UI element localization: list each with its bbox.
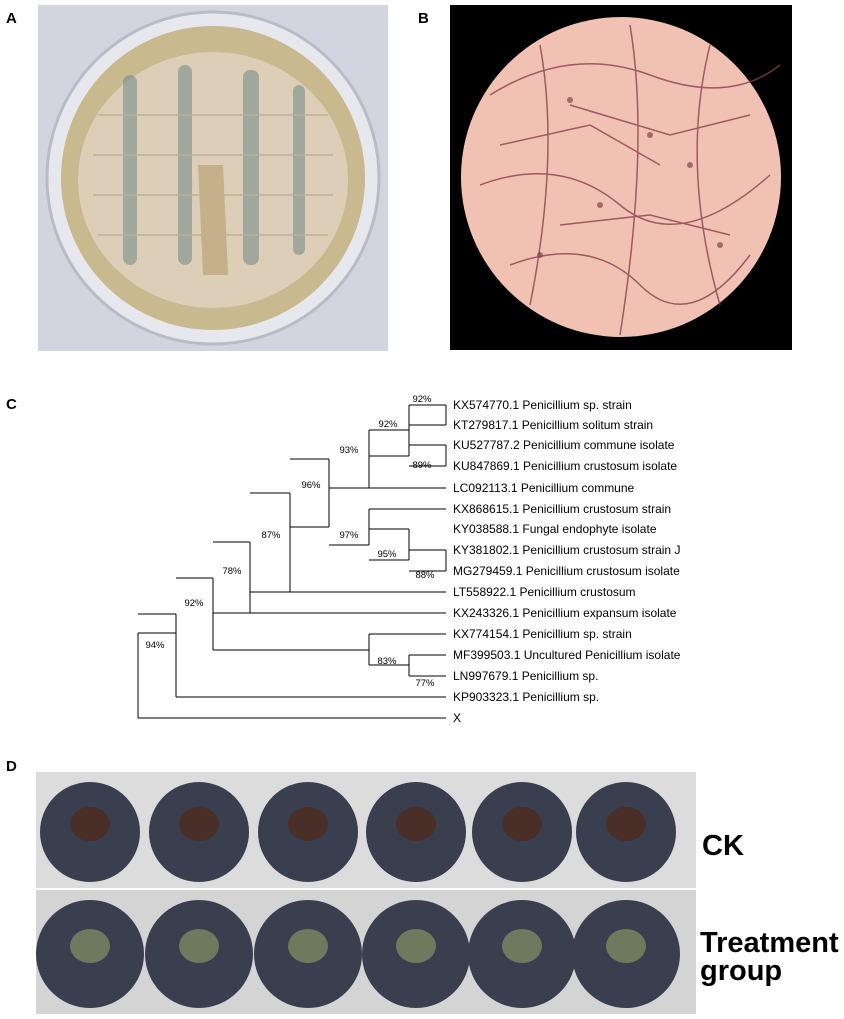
blueberry	[40, 782, 140, 882]
petri-dish-photo	[38, 5, 388, 351]
tree-leaf-label: LT558922.1 Penicillium crustosum	[453, 585, 636, 599]
blueberry-ck-photo	[36, 772, 696, 888]
tree-leaf-label: MF399503.1 Uncultured Penicillium isolat…	[453, 648, 681, 662]
tree-leaf-label: KX774154.1 Penicillium sp. strain	[453, 627, 632, 641]
tree-bootstrap-label: 92%	[412, 394, 432, 405]
blueberry	[472, 782, 572, 882]
tree-bootstrap-label: 87%	[261, 530, 281, 541]
tree-bootstrap-label: 93%	[339, 445, 359, 456]
tree-bootstrap-label: 94%	[145, 640, 165, 651]
tree-leaf-label: LC092113.1 Penicillium commune	[453, 481, 635, 495]
tree-leaf-label: KX243326.1 Penicillium expansum isolate	[453, 606, 677, 620]
tree-bootstrap-label: 89%	[412, 460, 432, 471]
tree-leaf-label: KX868615.1 Penicillium crustosum strain	[453, 502, 671, 516]
tree-leaf-label: KU847869.1 Penicillium crustosum isolate	[453, 459, 677, 473]
tree-bootstrap-label: 77%	[415, 678, 435, 689]
tree-bootstrap-label: 92%	[184, 598, 204, 609]
blueberry-treatment-photo	[36, 890, 696, 1014]
tree-leaf-label: LN997679.1 Penicillium sp.	[453, 669, 598, 683]
blueberry	[145, 900, 253, 1008]
microscope-field-illustration	[461, 17, 781, 337]
blueberry	[468, 900, 576, 1008]
blueberry	[576, 782, 676, 882]
panel-label-a: A	[6, 10, 17, 27]
tree-leaf-label: KT279817.1 Penicillium solitum strain	[453, 418, 653, 432]
tree-leaf-labels: KX574770.1 Penicillium sp. strainKT27981…	[453, 398, 681, 725]
tree-bootstrap-label: 78%	[222, 566, 242, 577]
microscope-photo	[450, 5, 792, 350]
tree-leaf-label: KP903323.1 Penicillium sp.	[453, 690, 599, 704]
tree-bootstrap-labels: 92% 92% 89% 93% 96% 97% 95% 88% 87% 78% 92% 83% 77% 9…	[145, 394, 435, 689]
tree-leaf-label: KY038588.1 Fungal endophyte isolate	[453, 522, 657, 536]
blueberry	[366, 782, 466, 882]
blueberry	[149, 782, 249, 882]
blueberry	[254, 900, 362, 1008]
tree-bootstrap-label: 96%	[301, 480, 321, 491]
blueberry	[258, 782, 358, 882]
tree-leaf-label: X	[453, 711, 461, 725]
ck-group-label: CK	[702, 830, 744, 862]
tree-bootstrap-label: 88%	[415, 570, 435, 581]
tree-leaf-label: MG279459.1 Penicillium crustosum isolate	[453, 564, 680, 578]
tree-bootstrap-label: 97%	[339, 530, 359, 541]
petri-dish-illustration	[45, 10, 381, 346]
phylogenetic-tree: KX574770.1 Penicillium sp. strainKT27981…	[137, 394, 681, 725]
panel-label-b: B	[418, 10, 429, 27]
tree-leaf-label: KX574770.1 Penicillium sp. strain	[453, 398, 632, 412]
blueberry-treatment-illustration	[36, 900, 680, 1008]
blueberry	[362, 900, 470, 1008]
blueberry	[36, 900, 144, 1008]
treatment-group-label: Treatment group	[700, 927, 839, 987]
tree-bootstrap-label: 83%	[377, 656, 397, 667]
tree-branches	[137, 404, 447, 719]
tree-leaf-label: KY381802.1 Penicillium crustosum strain …	[453, 543, 680, 557]
panel-label-d: D	[6, 758, 17, 775]
panel-label-c: C	[6, 396, 17, 413]
tree-bootstrap-label: 92%	[378, 419, 398, 430]
tree-leaf-label: KU527787.2 Penicillium commune isolate	[453, 438, 675, 452]
tree-bootstrap-label: 95%	[377, 549, 397, 560]
blueberry-ck-illustration	[40, 782, 676, 882]
blueberry	[572, 900, 680, 1008]
